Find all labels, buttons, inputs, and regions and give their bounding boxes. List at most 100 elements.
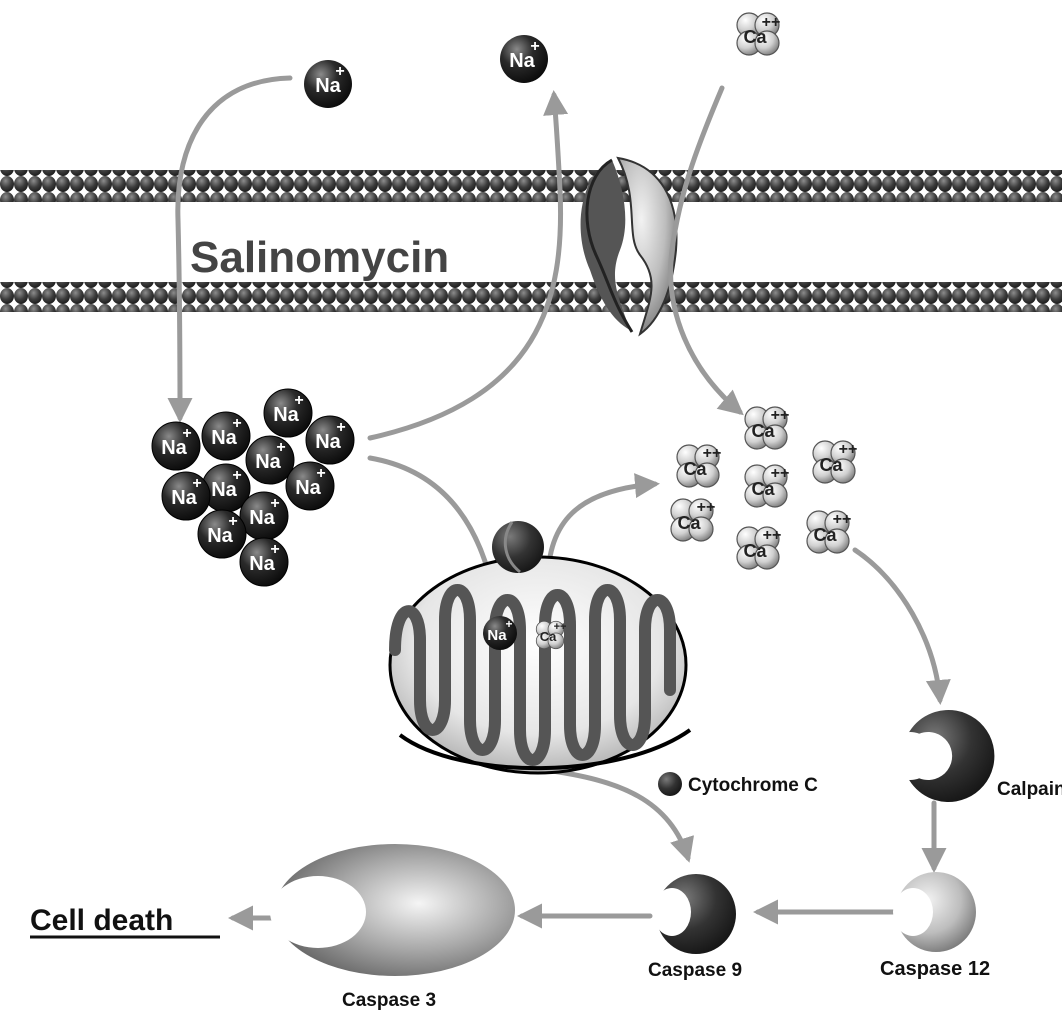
calcium-symbol: Ca [813,525,837,545]
calcium-ion: Ca++ [736,526,782,570]
sodium-symbol: Na [249,507,275,529]
sodium-ion-outside: Na + [304,60,352,108]
sodium-symbol: Na [211,479,237,501]
sodium-ion: Na+ [245,435,295,485]
calcium-ion-mitochondria: Ca ++ [535,620,567,650]
calcium-ion: Ca++ [806,510,852,554]
sodium-charge: + [232,415,241,432]
sodium-ion-efflux: Na + [500,35,548,83]
outer-lipid-layer-2 [0,186,1062,202]
cell-membrane [0,170,1062,312]
calcium-symbol: Ca [743,541,767,561]
caspase-3-label: Caspase 3 [342,990,436,1011]
na-influx-arrow [167,75,293,423]
sodium-charge: + [192,475,201,492]
calcium-charge: ++ [771,465,790,482]
sodium-symbol: Na [207,525,233,547]
sodium-charge: + [228,513,237,530]
cytochrome-c-icon [658,772,682,796]
mitochondrion-cristae [389,584,676,766]
ca-influx-arrow [668,85,744,416]
sodium-symbol: Na [315,431,341,453]
calcium-symbol: Ca [751,479,775,499]
caspase-9: Caspase 9 [648,874,742,981]
sodium-symbol: Na [295,477,321,499]
cytochrome-c-label: Cytochrome C [688,775,818,796]
calcium-symbol: Ca [743,27,767,47]
flow-arrows [167,75,951,931]
sodium-charge: + [270,495,279,512]
calpain-label: Calpain [997,779,1062,800]
calcium-charge: ++ [763,527,782,544]
inner-lipid-layer-2 [0,298,1062,312]
calcium-symbol: Ca [540,629,557,644]
ca-to-calpain-arrow [852,547,951,705]
outer-lipid-layer [0,170,1062,186]
sodium-symbol: Na [487,627,507,644]
sodium-symbol: Na [255,451,281,473]
na-efflux-arrow [367,90,569,441]
caspase-12-label: Caspase 12 [880,958,990,980]
caspase-12: Caspase 12 [880,872,990,980]
caspase-3: Caspase 3 [270,844,515,1011]
sodium-charge: + [182,425,191,442]
sodium-charge: + [316,465,325,482]
sodium-charge: + [336,419,345,436]
sodium-charge: + [294,392,303,409]
sodium-ion: Na+ [305,415,355,465]
calcium-charge: ++ [762,14,781,31]
caspase-9-label: Caspase 9 [648,960,742,981]
sodium-charge: + [270,541,279,558]
sodium-symbol: Na [171,487,197,509]
sodium-ion: Na+ [201,463,251,513]
calcium-ion: Ca++ [676,444,722,488]
calcium-charge: ++ [833,511,852,528]
sodium-charge: + [232,467,241,484]
sodium-ion: Na+ [197,509,247,559]
sodium-charge: + [505,617,512,631]
calpain-icon [902,709,995,803]
sodium-symbol: Na [509,50,535,72]
calcium-symbol: Ca [683,459,707,479]
sodium-symbol: Na [273,404,299,426]
cell-death: Cell death [30,904,220,939]
sodium-ion: Na+ [239,537,289,587]
calcium-symbol: Ca [751,421,775,441]
calcium-ion: Ca++ [812,440,858,484]
sodium-charge: + [530,38,539,55]
mito-to-casp9-arrow [542,767,694,863]
sodium-ion: Na+ [239,491,289,541]
inner-lipid-layer [0,282,1062,298]
salinomycin-label: Salinomycin [190,233,449,282]
sodium-symbol: Na [249,553,275,575]
sodium-symbol: Na [161,437,187,459]
cell-death-label: Cell death [30,904,173,937]
mitochondrial-exchanger-icon [492,521,544,574]
calcium-charge: ++ [554,621,567,633]
calcium-charge: ++ [839,441,858,458]
calcium-charge: ++ [771,407,790,424]
sodium-ion: Na+ [151,421,201,471]
calcium-charge: ++ [703,445,722,462]
sodium-ion-mitochondria: Na + [483,616,517,650]
sodium-symbol: Na [211,427,237,449]
sodium-symbol: Na [315,75,341,97]
sodium-ion: Na+ [285,461,335,511]
calcium-ion-outside: Ca ++ [736,12,781,56]
sodium-ion: Na+ [161,471,211,521]
sodium-charge: + [276,439,285,456]
calcium-charge: ++ [697,499,716,516]
sodium-charge: + [335,63,344,80]
sodium-ion: Na+ [201,411,251,461]
calcium-ion: Ca++ [744,406,790,450]
cytochrome-c: Cytochrome C [658,772,818,796]
sodium-ion: Na+ [263,388,313,438]
calpain: Calpain [880,709,1062,803]
calcium-channel-icon [580,156,678,337]
calcium-symbol: Ca [819,455,843,475]
calcium-ion: Ca++ [744,464,790,508]
calcium-ion-cluster: Ca++Ca++Ca++Ca++Ca++Ca++Ca++ [670,406,858,570]
calcium-symbol: Ca [677,513,701,533]
sodium-ion-cluster: Na+Na+Na+Na+Na+Na+Na+Na+Na+Na+Na+ [151,388,355,587]
